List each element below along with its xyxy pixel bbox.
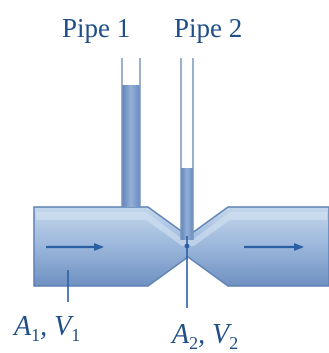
pipe-2-tube <box>180 58 194 240</box>
pipe-2-label: Pipe 2 <box>174 13 242 43</box>
venturi-pipe-body <box>33 206 329 287</box>
pipe-1-label: Pipe 1 <box>62 13 130 43</box>
pipe-1-tube <box>121 58 141 207</box>
section-2-label: A2, V2 <box>170 319 238 353</box>
throat-point <box>184 243 190 249</box>
section-1-label: A1, V1 <box>12 311 80 345</box>
